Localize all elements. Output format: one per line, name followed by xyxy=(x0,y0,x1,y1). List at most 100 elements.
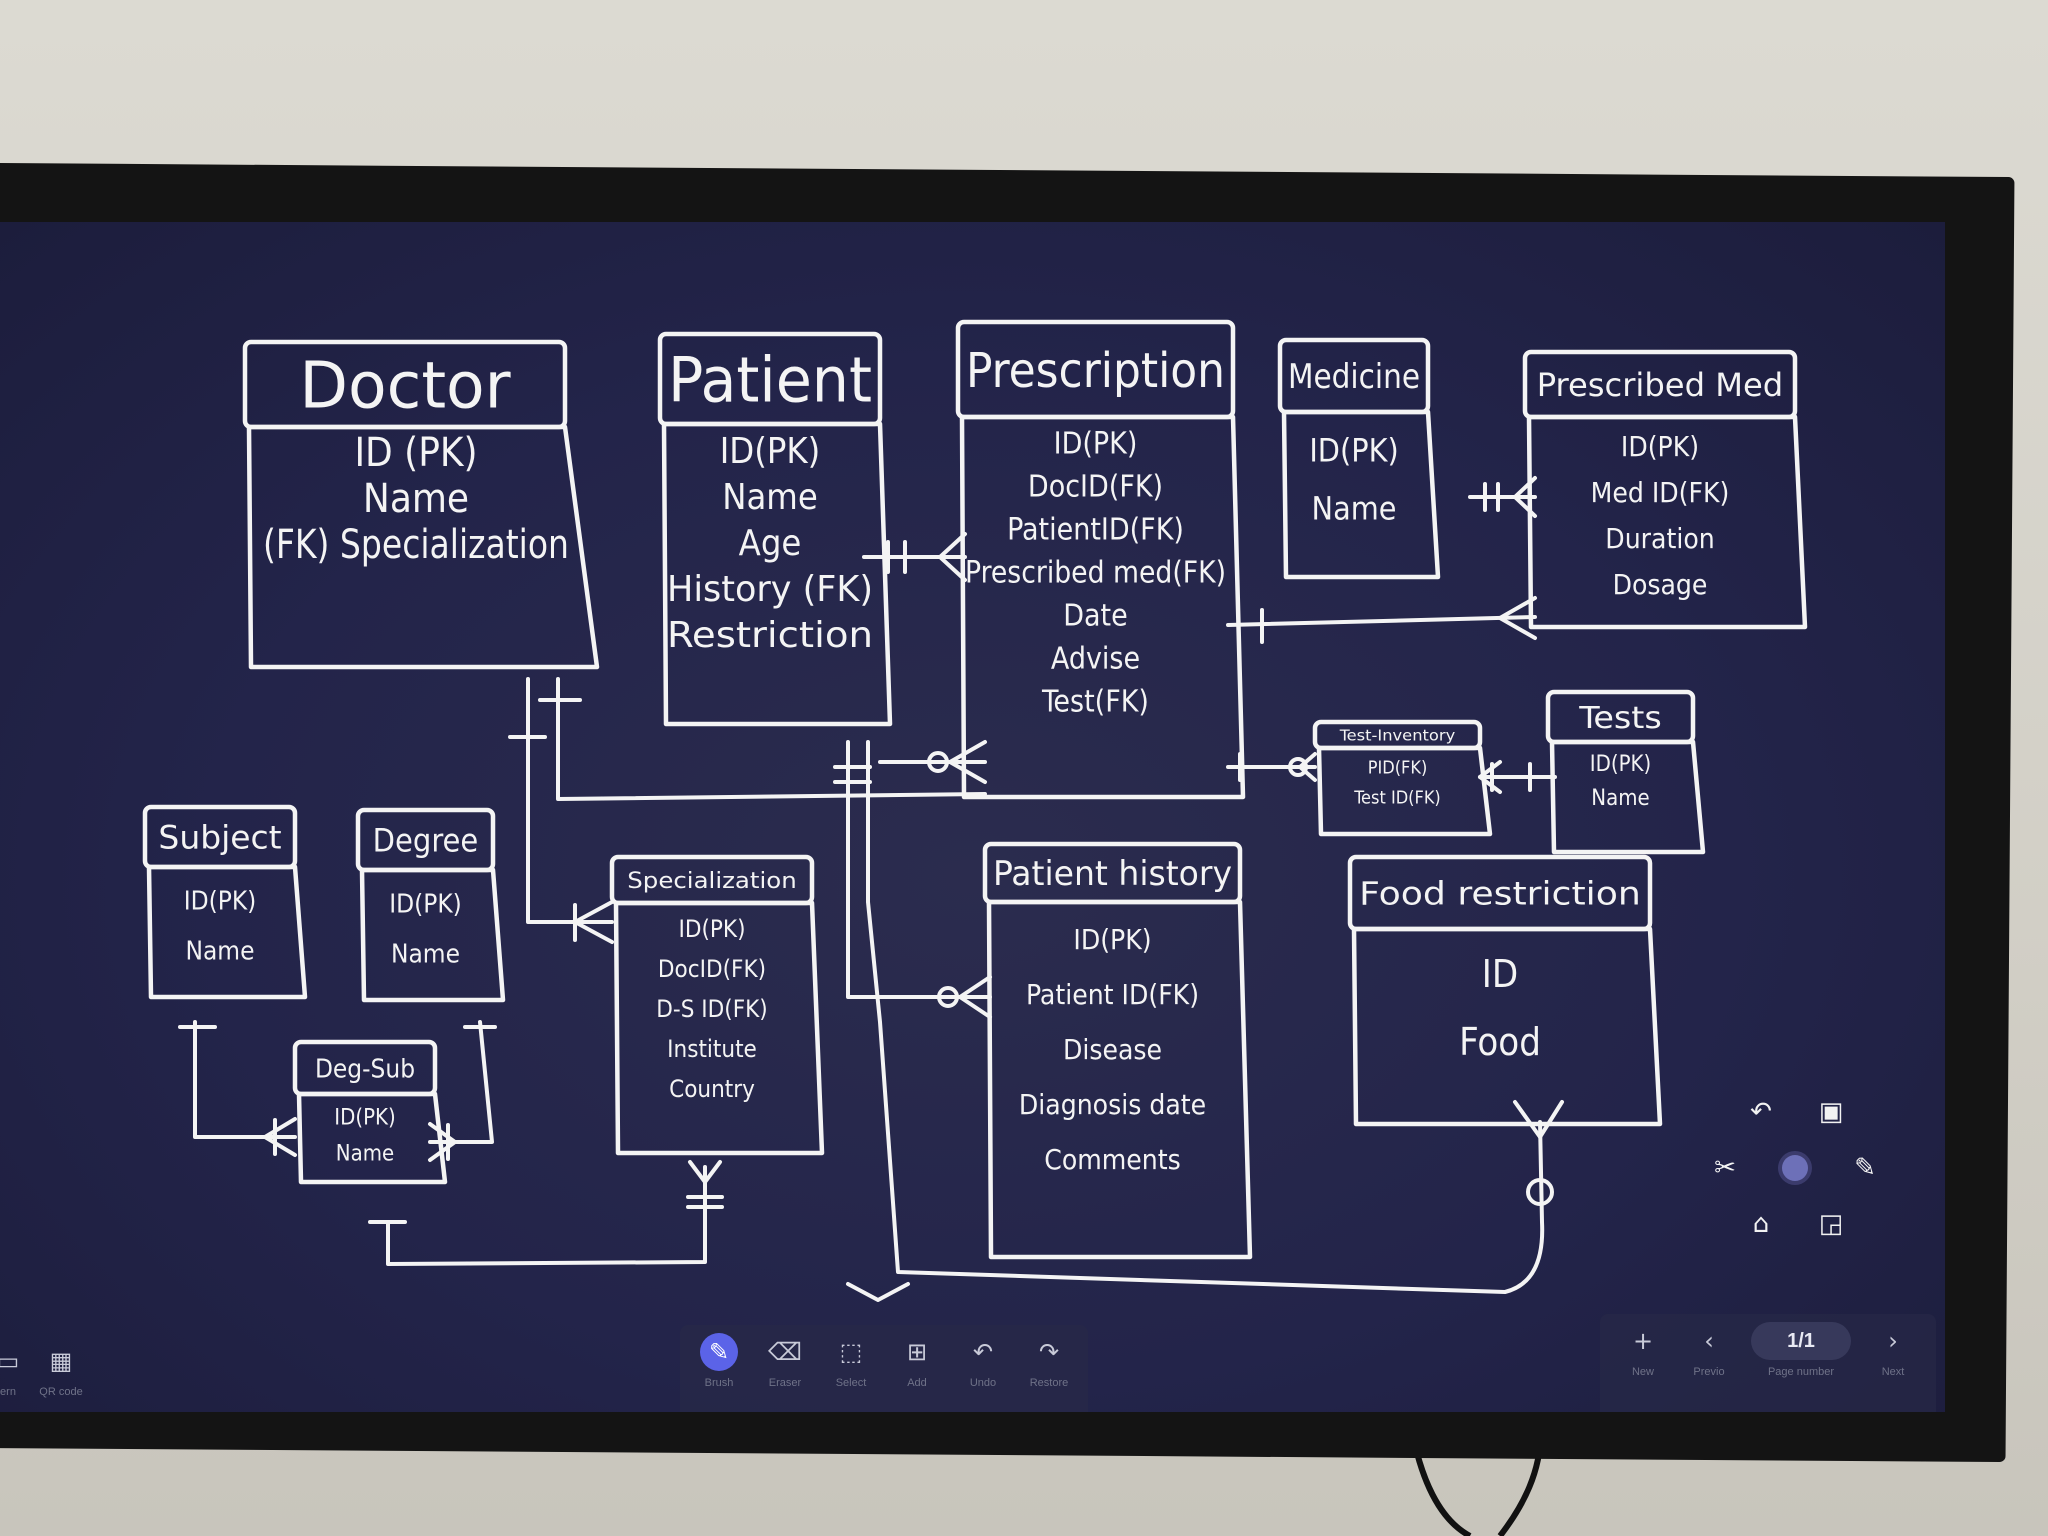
page-number-value: 1/1 xyxy=(1751,1322,1851,1360)
entity-attribute: Advise xyxy=(1051,642,1140,677)
entity-prescription[interactable]: PrescriptionID(PK)DocID(FK)PatientID(FK)… xyxy=(955,319,1246,800)
entity-attribute: Country xyxy=(669,1075,755,1103)
tool-label: Previo xyxy=(1693,1366,1725,1378)
radial-menu[interactable]: ↶ ▣ ✂ ✎ ⌂ ◲ xyxy=(1705,1082,1905,1239)
add-tool[interactable]: ⊞ Add xyxy=(884,1333,950,1389)
page-number[interactable]: 1/1 Page number xyxy=(1742,1322,1860,1378)
entity-attribute: Dosage xyxy=(1613,568,1708,601)
entity-title: Tests xyxy=(1578,701,1662,736)
undo-icon: ↶ xyxy=(972,1338,994,1366)
entity-attribute: Prescribed med(FK) xyxy=(965,556,1226,591)
undo-arrow-icon[interactable]: ↶ xyxy=(1750,1097,1772,1127)
scissors-icon[interactable]: ✂ xyxy=(1714,1153,1736,1183)
entity-body-box xyxy=(1526,414,1808,630)
entity-attribute: Name xyxy=(722,477,818,518)
entity-body-box xyxy=(986,899,1253,1260)
entity-attribute: (FK) Specialization xyxy=(263,522,569,568)
entity-title: Patient xyxy=(668,343,872,416)
brush-tool[interactable]: ✎ Brush xyxy=(686,1333,752,1389)
relationship-lines xyxy=(178,476,1564,1294)
entity-attribute: Diagnosis date xyxy=(1019,1088,1206,1121)
entity-body-box xyxy=(1351,926,1663,1127)
entity-attribute: ID xyxy=(1482,952,1518,996)
tool-label: Page number xyxy=(1767,1366,1835,1378)
tool-label: Eraser xyxy=(768,1377,802,1389)
entity-title: Degree xyxy=(373,822,479,860)
entity-body-box xyxy=(1316,745,1493,837)
tool-label: Add xyxy=(907,1377,927,1389)
chevron-left-icon: ‹ xyxy=(1704,1327,1714,1355)
entity-body-box xyxy=(146,864,308,1000)
qr-code-icon: ▦ xyxy=(49,1347,73,1375)
restore-button[interactable]: ↷ Restore xyxy=(1016,1333,1082,1389)
qr-code-tool[interactable]: ▦ QR code xyxy=(28,1342,94,1398)
tool-label: ern xyxy=(0,1386,16,1398)
tool-label: Next xyxy=(1881,1366,1905,1378)
entity-attribute: ID(PK) xyxy=(1309,431,1398,469)
next-page-button[interactable]: › Next xyxy=(1860,1322,1926,1378)
layers-icon[interactable]: ◲ xyxy=(1818,1209,1844,1239)
entity-body-box xyxy=(359,867,506,1003)
entity-attribute: ID(PK) xyxy=(389,890,462,920)
add-icon: ⊞ xyxy=(906,1338,928,1366)
entity-attribute: Age xyxy=(739,523,802,564)
eraser-tool[interactable]: ⌫ Eraser xyxy=(752,1333,818,1389)
tool-label: QR code xyxy=(39,1386,83,1398)
entity-title: Specialization xyxy=(627,869,796,894)
tool-label: Undo xyxy=(969,1377,997,1389)
select-icon: ⬚ xyxy=(839,1338,863,1366)
undo-button[interactable]: ↶ Undo xyxy=(950,1333,1016,1389)
screen-tool[interactable]: ▭ ern xyxy=(0,1342,28,1398)
collapse-chevron-icon[interactable] xyxy=(846,1282,910,1302)
entity-attribute: Name xyxy=(336,1142,394,1167)
new-page-button[interactable]: + New xyxy=(1610,1322,1676,1378)
center-dot-icon[interactable] xyxy=(1777,1150,1813,1186)
briefcase-icon[interactable]: ▣ xyxy=(1818,1097,1844,1127)
plus-icon: + xyxy=(1632,1327,1654,1355)
tool-label: Brush xyxy=(704,1377,734,1389)
pen-icon[interactable]: ✎ xyxy=(1854,1153,1876,1183)
select-tool[interactable]: ⬚ Select xyxy=(818,1333,884,1389)
entity-attribute: ID(PK) xyxy=(184,887,257,917)
redo-icon: ↷ xyxy=(1038,1338,1060,1366)
entity-title: Prescribed Med xyxy=(1537,366,1783,404)
entity-attribute: Name xyxy=(391,940,460,970)
entity-attribute: Institute xyxy=(667,1035,757,1063)
home-icon[interactable]: ⌂ xyxy=(1752,1209,1770,1239)
entity-title: Test-Inventory xyxy=(1339,726,1456,744)
entity-attribute: ID(PK) xyxy=(720,431,821,472)
entity-body-box xyxy=(1281,409,1441,580)
entity-attribute: Name xyxy=(1312,489,1397,527)
entity-attribute: DocID(FK) xyxy=(658,955,766,983)
page-navigation: + New ‹ Previo 1/1 Page number › Next xyxy=(1600,1314,1936,1412)
entity-attribute: DocID(FK) xyxy=(1028,470,1163,505)
entity-title: Deg-Sub xyxy=(315,1054,415,1084)
entity-attribute: Date xyxy=(1063,599,1128,634)
entity-attribute: Med ID(FK) xyxy=(1591,476,1730,509)
screen-icon: ▭ xyxy=(0,1347,20,1375)
entity-attribute: ID(PK) xyxy=(1590,752,1651,777)
previous-page-button[interactable]: ‹ Previo xyxy=(1676,1322,1742,1378)
entity-attribute: ID (PK) xyxy=(354,430,477,476)
entity-title: Medicine xyxy=(1288,357,1420,397)
tool-label: Restore xyxy=(1029,1377,1069,1389)
entity-attribute: ID(PK) xyxy=(678,915,745,943)
entity-attribute: Name xyxy=(363,476,469,522)
entity-title: Food restriction xyxy=(1359,875,1641,913)
entity-body-box xyxy=(661,421,893,727)
entity-attribute: Name xyxy=(185,937,254,967)
